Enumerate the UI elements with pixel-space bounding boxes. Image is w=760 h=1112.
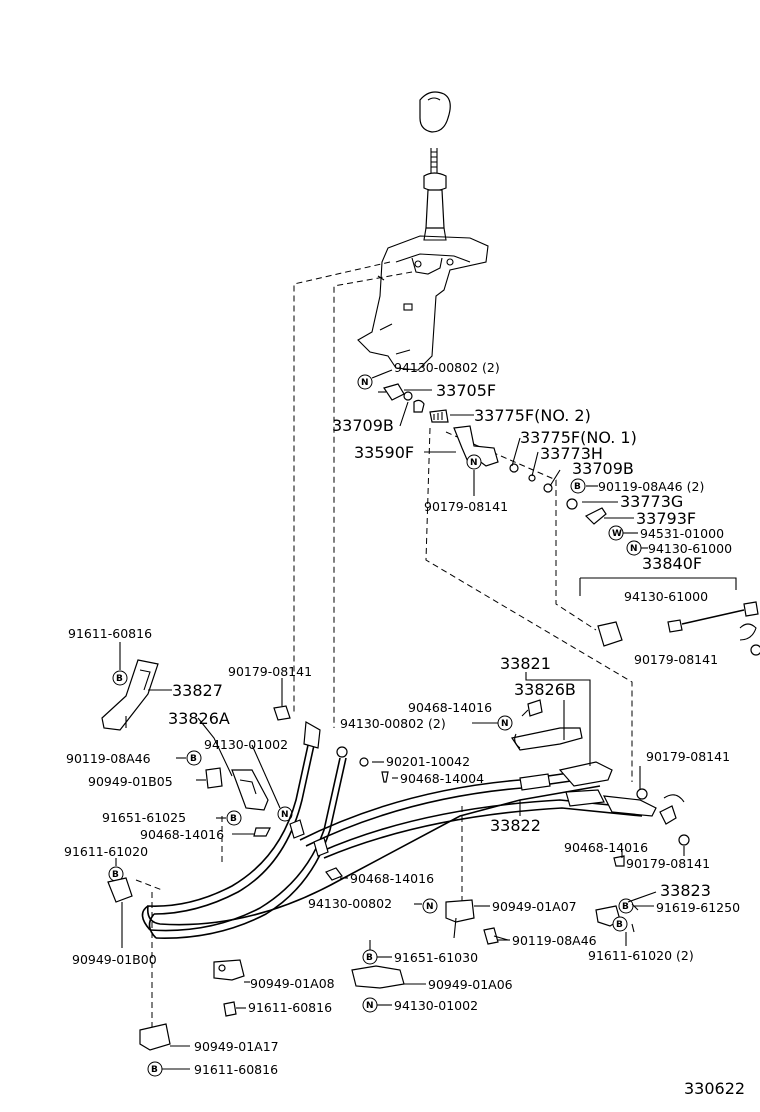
bracket-33826B: N	[359, 672, 591, 783]
label-90179-08141-e: 90179-08141	[626, 856, 710, 871]
svg-text:N: N	[630, 544, 638, 554]
label-90949-01A07: 90949-01A07	[492, 899, 577, 914]
svg-text:B: B	[116, 674, 123, 684]
label-33840F: 33840F	[642, 554, 702, 573]
label-90949-01A17: 90949-01A17	[194, 1039, 279, 1054]
rod-parts	[579, 577, 760, 656]
svg-text:N: N	[366, 1001, 374, 1011]
label-91619-61250: 91619-61250	[656, 900, 740, 915]
bracket-33827: B	[101, 659, 159, 731]
svg-text:B: B	[366, 953, 373, 963]
label-33826A: 33826A	[168, 709, 230, 728]
svg-text:N: N	[426, 902, 434, 912]
label-91651-61030: 91651-61030	[394, 950, 478, 965]
label-91611-61020: 91611-61020	[64, 844, 148, 859]
label-94130-01002-a: 94130-01002	[204, 737, 288, 752]
label-90119-08A46-b: 90119-08A46	[66, 751, 151, 766]
svg-text:B: B	[151, 1065, 158, 1075]
shift-lever-assembly	[357, 91, 489, 371]
label-33775F-no2: 33775F(NO. 2)	[474, 406, 591, 425]
dashed-guides	[135, 261, 633, 1030]
label-90468-14016-a: 90468-14016	[408, 700, 492, 715]
part-labels: 94130-00802 (2) 33705F 33709B 33775F(NO.…	[64, 360, 745, 1098]
bottom-clips: N B N B	[139, 867, 509, 1077]
svg-text:B: B	[574, 482, 581, 492]
label-90468-14016-c: 90468-14016	[350, 871, 434, 886]
label-33590F: 33590F	[354, 443, 414, 462]
label-90949-01A08: 90949-01A08	[250, 976, 335, 991]
svg-text:N: N	[361, 378, 369, 388]
label-94130-00802-2: 94130-00802 (2)	[394, 360, 500, 375]
label-33821: 33821	[500, 654, 551, 673]
svg-text:B: B	[112, 870, 119, 880]
label-33823: 33823	[660, 881, 711, 900]
right-end-parts: B B	[595, 794, 690, 933]
svg-text:N: N	[281, 810, 289, 820]
label-91611-60816-c: 91611-60816	[194, 1062, 278, 1077]
label-91651-61025: 91651-61025	[102, 810, 186, 825]
svg-text:W: W	[612, 529, 622, 539]
label-90179-08141-a: 90179-08141	[424, 499, 508, 514]
svg-text:B: B	[622, 902, 629, 912]
label-94531-01000: 94531-01000	[640, 526, 724, 541]
lever-small-parts: N N B W N	[357, 374, 642, 556]
label-90468-14016-d: 90468-14016	[564, 840, 648, 855]
label-94130-00802-b: 94130-00802 (2)	[340, 716, 446, 731]
label-94130-61000-b: 94130-61000	[624, 589, 708, 604]
label-91611-60816-b: 91611-60816	[248, 1000, 332, 1015]
label-94130-61000-a: 94130-61000	[648, 541, 732, 556]
label-94130-01002-b: 94130-01002	[394, 998, 478, 1013]
svg-text:B: B	[230, 814, 237, 824]
svg-text:B: B	[616, 920, 623, 930]
label-90949-01A06: 90949-01A06	[428, 977, 513, 992]
label-91611-61020-2: 91611-61020 (2)	[588, 948, 694, 963]
label-90179-08141-d: 90179-08141	[646, 749, 730, 764]
label-33826B: 33826B	[514, 680, 576, 699]
label-33773H: 33773H	[540, 444, 603, 463]
cables	[141, 721, 657, 939]
label-33775F-no1: 33775F(NO. 1)	[520, 428, 637, 447]
label-90468-14016-b: 90468-14016	[140, 827, 224, 842]
label-33709B-a: 33709B	[332, 416, 394, 435]
label-90119-08A46-c: 90119-08A46	[512, 933, 597, 948]
label-33709B-b: 33709B	[572, 459, 634, 478]
svg-text:B: B	[190, 754, 197, 764]
label-91611-60816-a: 91611-60816	[68, 626, 152, 641]
label-33793F: 33793F	[636, 509, 696, 528]
leader-lines	[115, 369, 685, 1070]
label-90119-08A46-2: 90119-08A46 (2)	[598, 479, 704, 494]
label-90179-08141-b: 90179-08141	[634, 652, 718, 667]
label-90201-10042: 90201-10042	[386, 754, 470, 769]
label-33822: 33822	[490, 816, 541, 835]
bracket-33826A: B N B B	[107, 705, 293, 903]
label-94130-00802-c: 94130-00802	[308, 896, 392, 911]
label-90468-14004: 90468-14004	[400, 771, 484, 786]
svg-text:N: N	[470, 458, 478, 468]
label-33705F: 33705F	[436, 381, 496, 400]
label-90949-01B00: 90949-01B00	[72, 952, 157, 967]
label-90949-01B05: 90949-01B05	[88, 774, 173, 789]
svg-text:N: N	[501, 719, 509, 729]
label-33827: 33827	[172, 681, 223, 700]
diagram-id: 330622	[684, 1079, 745, 1098]
label-90179-08141-c: 90179-08141	[228, 664, 312, 679]
label-33773G: 33773G	[620, 492, 683, 511]
